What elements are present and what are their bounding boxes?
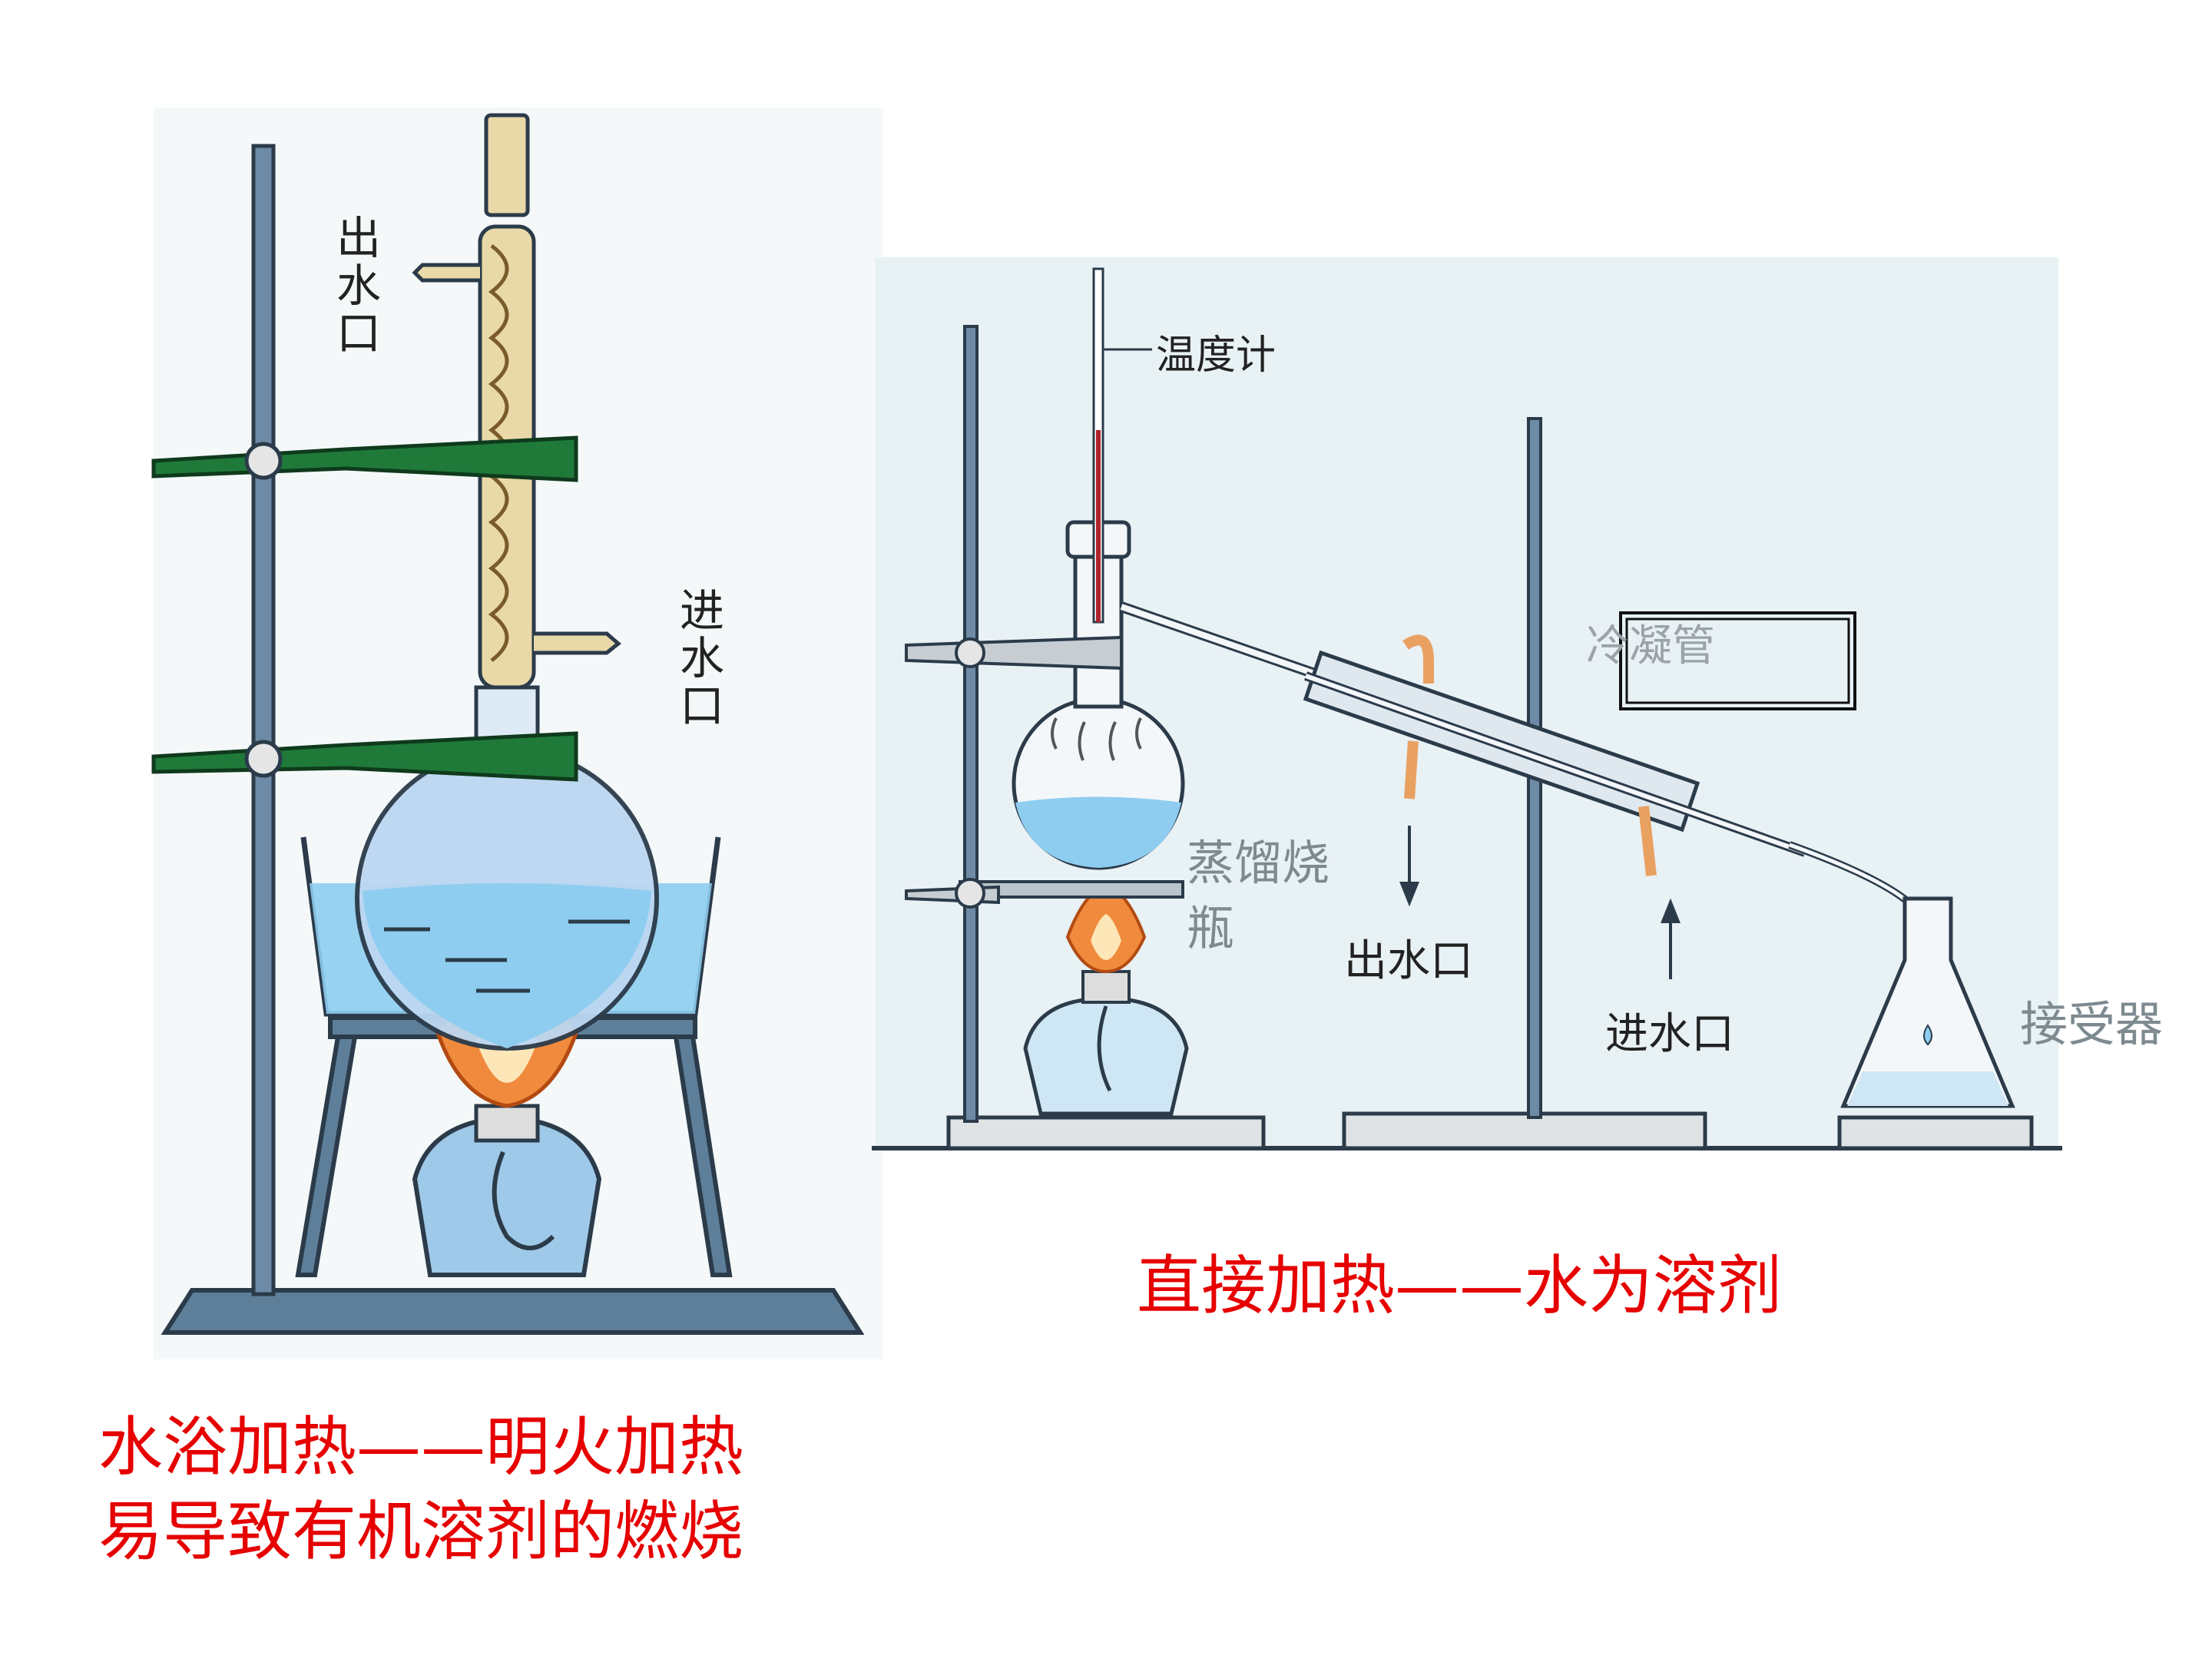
lower-clamp (151, 731, 578, 782)
left-caption-line2: 易导致有机溶剂的燃烧 (98, 1494, 744, 1569)
left-stand-base (161, 1288, 865, 1335)
left-outlet-label: 出 水 口 (336, 212, 395, 359)
right-alcohol-lamp (1023, 881, 1189, 1116)
right-inlet-label: 进水口 (1605, 1009, 1734, 1059)
receiver-block (1837, 1115, 2034, 1150)
left-outlet-char-1: 出 (336, 212, 381, 264)
thermometer-label: 温度计 (1156, 333, 1276, 379)
flask-label-line2: 瓶 (1187, 900, 1234, 956)
left-inlet-char-2: 水 (680, 632, 724, 684)
condenser-label-box: 冷凝管 (1586, 611, 1856, 710)
outlet-hose (1402, 634, 1434, 684)
distillation-flask (1012, 520, 1185, 870)
left-caption-line1: 水浴加热——明火加热 (98, 1409, 744, 1485)
left-inlet-char-1: 进 (680, 584, 724, 637)
stand-1 (946, 325, 1266, 1150)
left-inlet-char-3: 口 (680, 680, 724, 732)
right-outlet-label: 出水口 (1344, 936, 1473, 986)
upper-clamp (151, 435, 578, 482)
left-outlet-char-3: 口 (336, 307, 381, 359)
condenser-label: 冷凝管 (1586, 621, 1715, 671)
water-arrows (1399, 826, 1681, 979)
left-stand-rod (251, 144, 276, 1296)
receiver-label: 接受器 (2020, 996, 2163, 1052)
left-outlet-char-2: 水 (336, 260, 381, 312)
left-round-flask (355, 685, 659, 1051)
thermometer: 温度计 (1092, 267, 1276, 624)
left-reflux-apparatus: 出 水 口 进 水 口 (151, 108, 883, 1359)
flask-label-line1: 蒸馏烧 (1187, 835, 1330, 891)
left-outlet-nozzle (412, 263, 480, 283)
right-distillation-apparatus: 温度计 冷凝管 (872, 257, 2163, 1150)
left-inlet-label: 进 水 口 (680, 584, 738, 732)
left-inlet-nozzle (534, 631, 621, 655)
right-caption: 直接加热——水为溶剂 (1137, 1248, 1783, 1323)
inlet-hose (1638, 806, 1657, 876)
flask-clamps (905, 635, 1123, 909)
receiver-flask (1840, 896, 2015, 1108)
